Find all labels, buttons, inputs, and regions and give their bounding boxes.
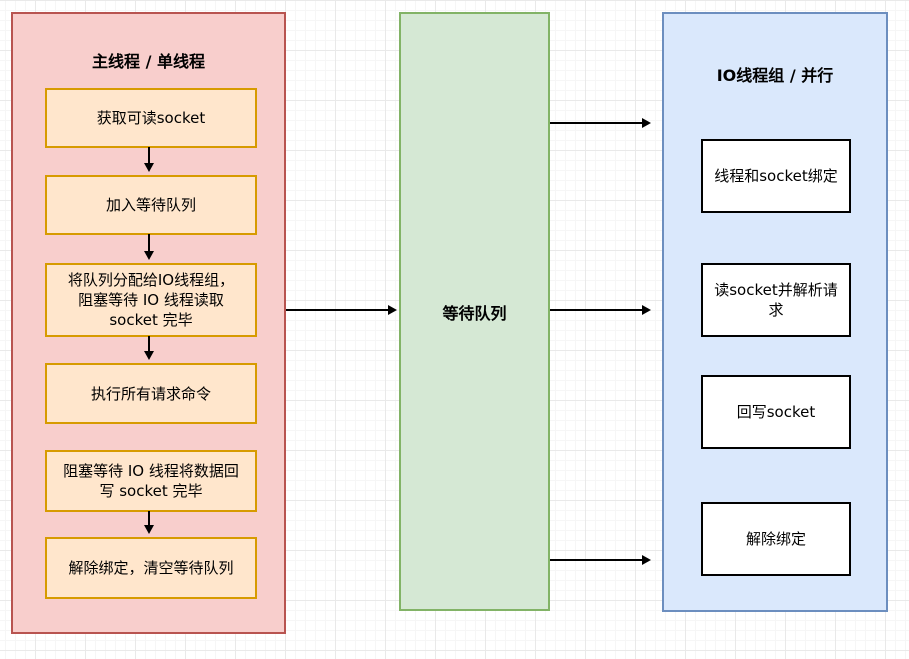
- arrow-step2-to-step3: [144, 234, 154, 260]
- arrow-step1-to-step2: [144, 147, 154, 172]
- arrow-queue-to-io-top: [550, 118, 651, 128]
- main-step-assign-queue-box: 将队列分配给IO线程组， 阻塞等待 IO 线程读取 socket 完毕: [45, 263, 257, 337]
- io-step-bind-socket-box: 线程和socket绑定: [701, 139, 851, 213]
- arrow-step3-to-step4: [144, 336, 154, 360]
- main-thread-panel: 主线程 / 单线程 获取可读socket 加入等待队列 将队列分配给IO线程组，…: [11, 12, 286, 634]
- main-step-join-queue-box: 加入等待队列: [45, 175, 257, 235]
- wait-queue-title: 等待队列: [442, 303, 507, 323]
- io-step-read-parse-box: 读socket并解析请求: [701, 263, 851, 337]
- io-step-unbind-box: 解除绑定: [701, 502, 851, 576]
- io-thread-panel: IO线程组 / 并行 线程和socket绑定 读socket并解析请求 回写so…: [662, 12, 888, 612]
- arrow-step5-to-step6: [144, 511, 154, 534]
- main-thread-title: 主线程 / 单线程: [92, 52, 205, 71]
- arrow-main-to-queue: [286, 305, 397, 315]
- io-step-write-back-box: 回写socket: [701, 375, 851, 449]
- wait-queue-panel: 等待队列: [399, 12, 550, 611]
- main-step-get-socket-box: 获取可读socket: [45, 88, 257, 148]
- io-thread-title: IO线程组 / 并行: [716, 66, 834, 85]
- arrow-queue-to-io-middle: [550, 305, 651, 315]
- arrow-queue-to-io-bottom: [550, 555, 651, 565]
- main-step-unbind-box: 解除绑定，清空等待队列: [45, 537, 257, 599]
- main-step-wait-write-box: 阻塞等待 IO 线程将数据回 写 socket 完毕: [45, 450, 257, 512]
- main-step-exec-cmds-box: 执行所有请求命令: [45, 363, 257, 424]
